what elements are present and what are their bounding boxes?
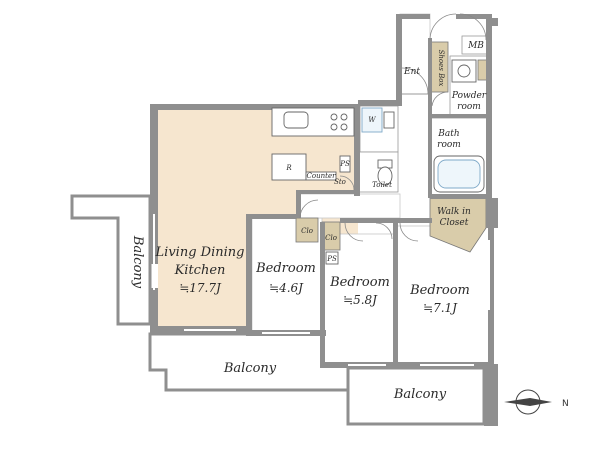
doors <box>299 13 487 242</box>
closet-1-label: Clo <box>301 227 313 235</box>
balcony-left-label: Balcony <box>130 235 145 289</box>
bedroom-3-label: Bedroom <box>409 283 470 298</box>
compass-needle-icon <box>504 398 552 406</box>
bedroom-1-label: Bedroom <box>255 261 316 276</box>
bedroom-3-area: ≒7.1J <box>423 301 458 315</box>
storage-label: Sto <box>334 178 346 186</box>
mb-label: MB <box>467 41 484 51</box>
refrigerator-label: R <box>285 164 292 172</box>
ps-label-top: PS <box>339 160 350 168</box>
bathtub <box>433 155 485 193</box>
toilet-fixture <box>377 159 393 186</box>
ldk-label-line2: Kitchen <box>174 263 226 278</box>
walk-in-closet-label-1: Walk in <box>437 207 471 217</box>
bedroom-3-floor <box>395 225 491 365</box>
bedroom-2-label: Bedroom <box>329 275 390 290</box>
hallway-floor <box>299 193 401 219</box>
windows <box>153 214 490 366</box>
shoes-box-label: Shoes Box <box>437 50 445 87</box>
refrigerator <box>271 153 307 181</box>
counter-label: Counter <box>307 172 337 180</box>
ldk-floor-lower <box>158 214 250 328</box>
powder-room-label-1: Powder <box>451 91 487 101</box>
closet-1 <box>295 217 319 243</box>
washer <box>361 107 383 133</box>
compass-north-label: N <box>562 399 569 409</box>
ps-box-top <box>339 155 351 173</box>
bath-room-label-2: room <box>437 140 461 150</box>
ldk-label-line1: Living Dining <box>155 245 245 260</box>
ps-label-bottom: PS <box>326 255 337 263</box>
kitchen-counter <box>271 107 355 137</box>
ps-box-bottom <box>325 251 339 265</box>
basin <box>451 59 477 83</box>
counter <box>305 171 337 181</box>
washer-label: W <box>368 116 376 124</box>
entrance-label: Ent <box>403 67 420 77</box>
bedroom-1-area: ≒4.6J <box>269 281 304 295</box>
walk-in-closet-label-2: Closet <box>440 218 469 228</box>
balcony-bottom-right-label: Balcony <box>393 387 447 402</box>
bath-room-label-1: Bath <box>437 129 459 139</box>
bedroom-2-area: ≒5.8J <box>343 293 378 307</box>
closet-2-label: Clo <box>325 234 337 242</box>
laundry-sink <box>383 111 395 129</box>
balcony-bottom-left-label: Balcony <box>223 361 277 376</box>
toilet-label: Toilet <box>372 181 392 189</box>
compass: N <box>504 389 569 415</box>
ldk-area: ≒17.7J <box>179 281 222 295</box>
powder-room-label-2: room <box>457 102 481 112</box>
